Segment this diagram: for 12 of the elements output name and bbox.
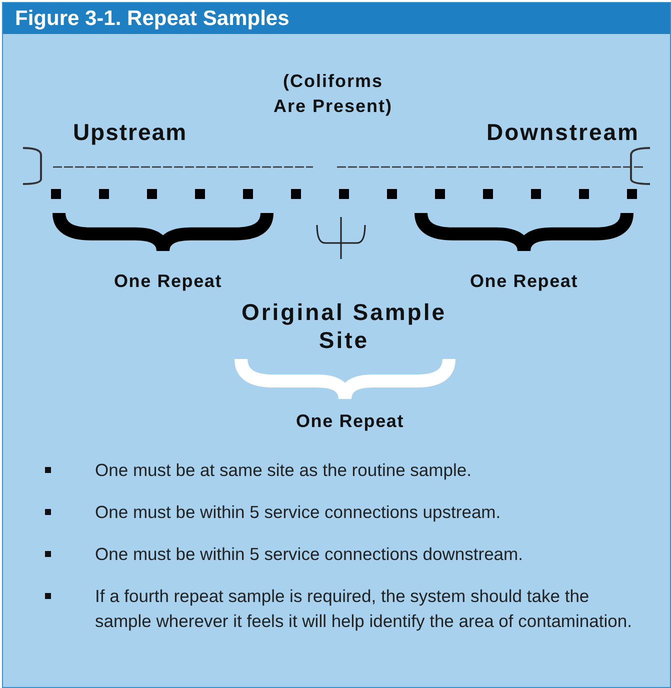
bullet-item: One must be at same site as the routine sample. bbox=[43, 458, 633, 483]
note-label: (Coliforms Are Present) bbox=[272, 70, 394, 118]
section-label: Upstream bbox=[72, 119, 188, 147]
section-label: One Repeat bbox=[468, 271, 580, 293]
section-label: One Repeat bbox=[112, 271, 224, 293]
section-label: Downstream bbox=[485, 119, 641, 147]
section-label: Original Sample Site bbox=[240, 299, 448, 354]
section-label: One Repeat bbox=[294, 411, 406, 433]
bullet-item: One must be within 5 service connections downstream. bbox=[43, 542, 633, 567]
bullet-item: If a fourth repeat sample is required, the system should take the sample wherever it feels it will help identify the area of contamination. bbox=[43, 584, 633, 634]
figure-title: Figure 3-1. Repeat Samples bbox=[3, 3, 670, 34]
bullet-item: One must be within 5 service connections upstream. bbox=[43, 500, 633, 525]
